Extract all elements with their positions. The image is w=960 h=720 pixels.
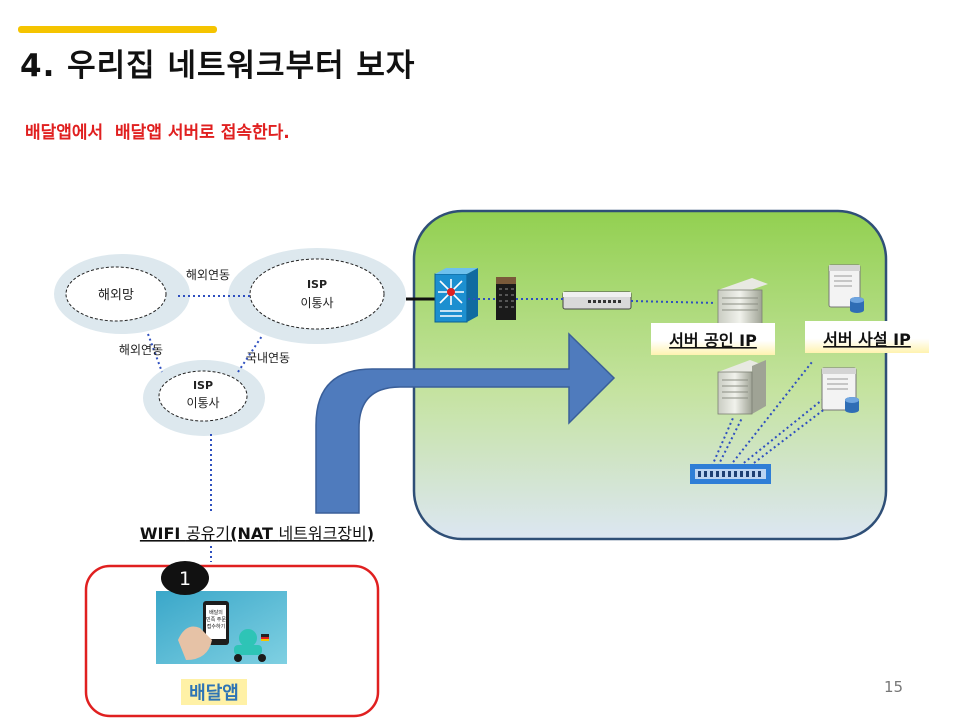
- server-private-2-icon: [821, 367, 859, 413]
- slide-subtitle: 배달앱에서 배달앱 서버로 접속한다.: [25, 123, 290, 143]
- isp-bottom-carrier: 이통사: [186, 396, 219, 410]
- private-ip-label-box: 서버 사설 IP: [805, 321, 929, 353]
- public-ip-label-box: 서버 공인 IP: [651, 323, 775, 355]
- title-accent-bar: [18, 26, 217, 33]
- svg-text:민족 주문: 민족 주문: [206, 616, 226, 623]
- overseas-network-cloud: 해외망: [54, 254, 190, 334]
- wifi-router-label: WIFI 공유기(NAT 네트워크장비): [140, 524, 374, 543]
- core-switch-icon: [434, 268, 478, 323]
- link-label-overseas-left: 해외연동: [119, 343, 163, 357]
- isp-top-name: ISP: [307, 278, 327, 291]
- isp-top-cloud: ISP 이통사: [228, 248, 406, 344]
- isp-bottom-name: ISP: [193, 379, 213, 392]
- server-public-1-icon: [717, 278, 768, 327]
- step-number: 1: [179, 568, 191, 590]
- link-label-domestic: 국내연동: [246, 351, 290, 365]
- connection-arrow: [315, 332, 616, 514]
- public-ip-label: 서버 공인 IP: [669, 331, 757, 350]
- zone-links: [468, 298, 827, 467]
- delivery-app-image: 배달의 민족 주문 접수하기: [156, 591, 287, 664]
- cloud-links: [147, 295, 263, 562]
- svg-text:배달의: 배달의: [209, 609, 223, 616]
- server-private-1-icon: [828, 264, 864, 313]
- isp-bottom-cloud: ISP 이통사: [143, 360, 265, 436]
- app-label-box: 배달앱: [181, 679, 247, 705]
- private-switch-icon: [690, 464, 771, 484]
- overseas-network-label: 해외망: [98, 288, 134, 303]
- page-number: 15: [884, 678, 904, 696]
- slide-title: 4. 우리집 네트워크부터 보자: [20, 48, 416, 84]
- router-box-icon: [562, 291, 632, 310]
- app-label: 배달앱: [189, 683, 239, 704]
- svg-text:접수하기: 접수하기: [207, 623, 225, 630]
- link-label-overseas-top: 해외연동: [186, 268, 230, 282]
- step-number-badge: 1: [161, 561, 209, 595]
- private-ip-label: 서버 사설 IP: [823, 330, 911, 349]
- firewall-icon: [496, 277, 516, 320]
- server-public-2-icon: [717, 360, 766, 415]
- isp-top-carrier: 이통사: [300, 296, 333, 310]
